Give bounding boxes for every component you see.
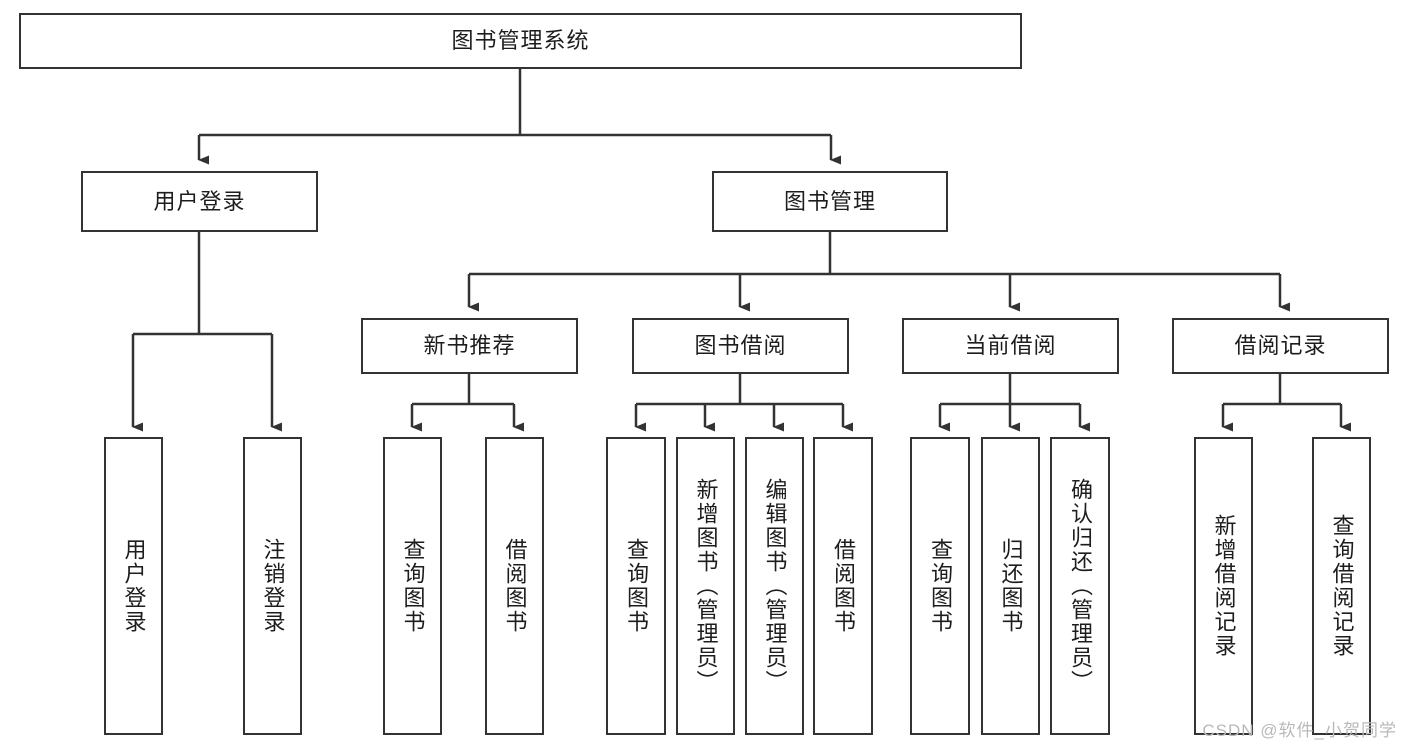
leaf-return-book[interactable]: 归还图书 (981, 437, 1040, 735)
node-borrow-record[interactable]: 借阅记录 (1172, 318, 1389, 374)
leaf-query-book-1[interactable]: 查询图书 (383, 437, 442, 735)
node-book-management-system[interactable]: 图书管理系统 (19, 13, 1022, 69)
leaf-query-book-2[interactable]: 查询图书 (606, 437, 666, 735)
node-label: 当前借阅 (964, 333, 1057, 358)
node-user-login[interactable]: 用户登录 (81, 171, 318, 232)
leaf-query-book-3[interactable]: 查询图书 (910, 437, 970, 735)
node-new-book-recommend[interactable]: 新书推荐 (361, 318, 578, 374)
node-label: 归还图书 (998, 538, 1024, 634)
node-label: 注销登录 (260, 538, 286, 634)
node-label: 查询借阅记录 (1329, 514, 1355, 658)
leaf-edit-book[interactable]: 编辑图书（管理员） (745, 437, 804, 735)
node-book-borrow[interactable]: 图书借阅 (632, 318, 849, 374)
node-label: 借阅图书 (830, 538, 856, 634)
leaf-add-record[interactable]: 新增借阅记录 (1194, 437, 1253, 735)
leaf-query-record[interactable]: 查询借阅记录 (1312, 437, 1371, 735)
node-label: 查询图书 (927, 538, 953, 634)
node-label: 图书管理 (783, 188, 876, 214)
node-label: 查询图书 (623, 538, 649, 634)
node-label: 编辑图书（管理员） (762, 478, 788, 694)
node-label: 查询图书 (400, 538, 426, 634)
leaf-add-book[interactable]: 新增图书（管理员） (676, 437, 735, 735)
node-label: 借阅记录 (1234, 333, 1327, 358)
node-book-management[interactable]: 图书管理 (712, 171, 948, 232)
node-label: 用户登录 (153, 188, 246, 214)
node-label: 新增借阅记录 (1211, 514, 1237, 658)
node-label: 确认归还（管理员） (1067, 478, 1093, 694)
node-label: 用户登录 (121, 538, 147, 634)
leaf-borrow-book-2[interactable]: 借阅图书 (813, 437, 873, 735)
leaf-borrow-book-1[interactable]: 借阅图书 (485, 437, 544, 735)
node-label: 借阅图书 (502, 538, 528, 634)
leaf-user-login[interactable]: 用户登录 (104, 437, 163, 735)
node-label: 新书推荐 (423, 333, 516, 358)
node-label: 图书管理系统 (451, 28, 590, 53)
node-current-borrow[interactable]: 当前借阅 (902, 318, 1119, 374)
leaf-confirm-return[interactable]: 确认归还（管理员） (1050, 437, 1110, 735)
leaf-logout-login[interactable]: 注销登录 (243, 437, 302, 735)
watermark: CSDN @软件_小贺同学 (1202, 721, 1397, 740)
node-label: 新增图书（管理员） (693, 478, 719, 694)
node-label: 图书借阅 (694, 333, 787, 358)
